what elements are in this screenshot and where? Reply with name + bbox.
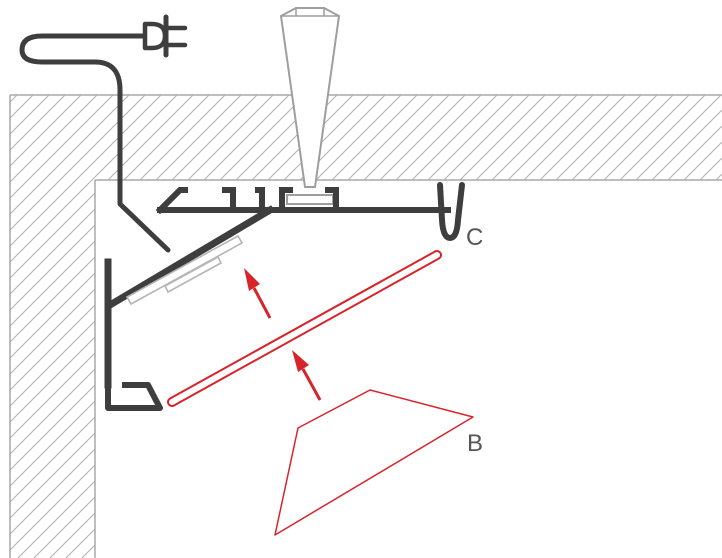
- arrow-upper-shaft: [252, 287, 272, 319]
- part-b-shape: [274, 389, 474, 536]
- led-strip: [125, 234, 244, 306]
- hatched-surface: [10, 95, 722, 558]
- label-b: B: [467, 430, 483, 457]
- profile-bottom-hook: [105, 382, 163, 411]
- led-strip-chip: [163, 255, 223, 294]
- profile-diagonal-web: [105, 205, 275, 310]
- plug-body: [142, 21, 168, 51]
- profile-lip-c: [437, 182, 465, 241]
- label-c: C: [466, 224, 483, 251]
- arrow-lower-head: [292, 350, 309, 372]
- led-strip-tape: [125, 234, 244, 306]
- arrow-upper-head: [244, 268, 260, 291]
- arrow-lower-shaft: [301, 368, 322, 401]
- clip-base: [286, 194, 334, 205]
- direction-arrows: [244, 268, 322, 401]
- power-cable: [19, 33, 171, 253]
- wall-and-ceiling: [9, 94, 722, 558]
- diffuser-bar: [167, 250, 442, 407]
- profile-top-tabs: [155, 187, 339, 215]
- power-plug-icon: [19, 14, 188, 253]
- corner-profile: [104, 182, 465, 411]
- diffuser-core: [169, 252, 440, 405]
